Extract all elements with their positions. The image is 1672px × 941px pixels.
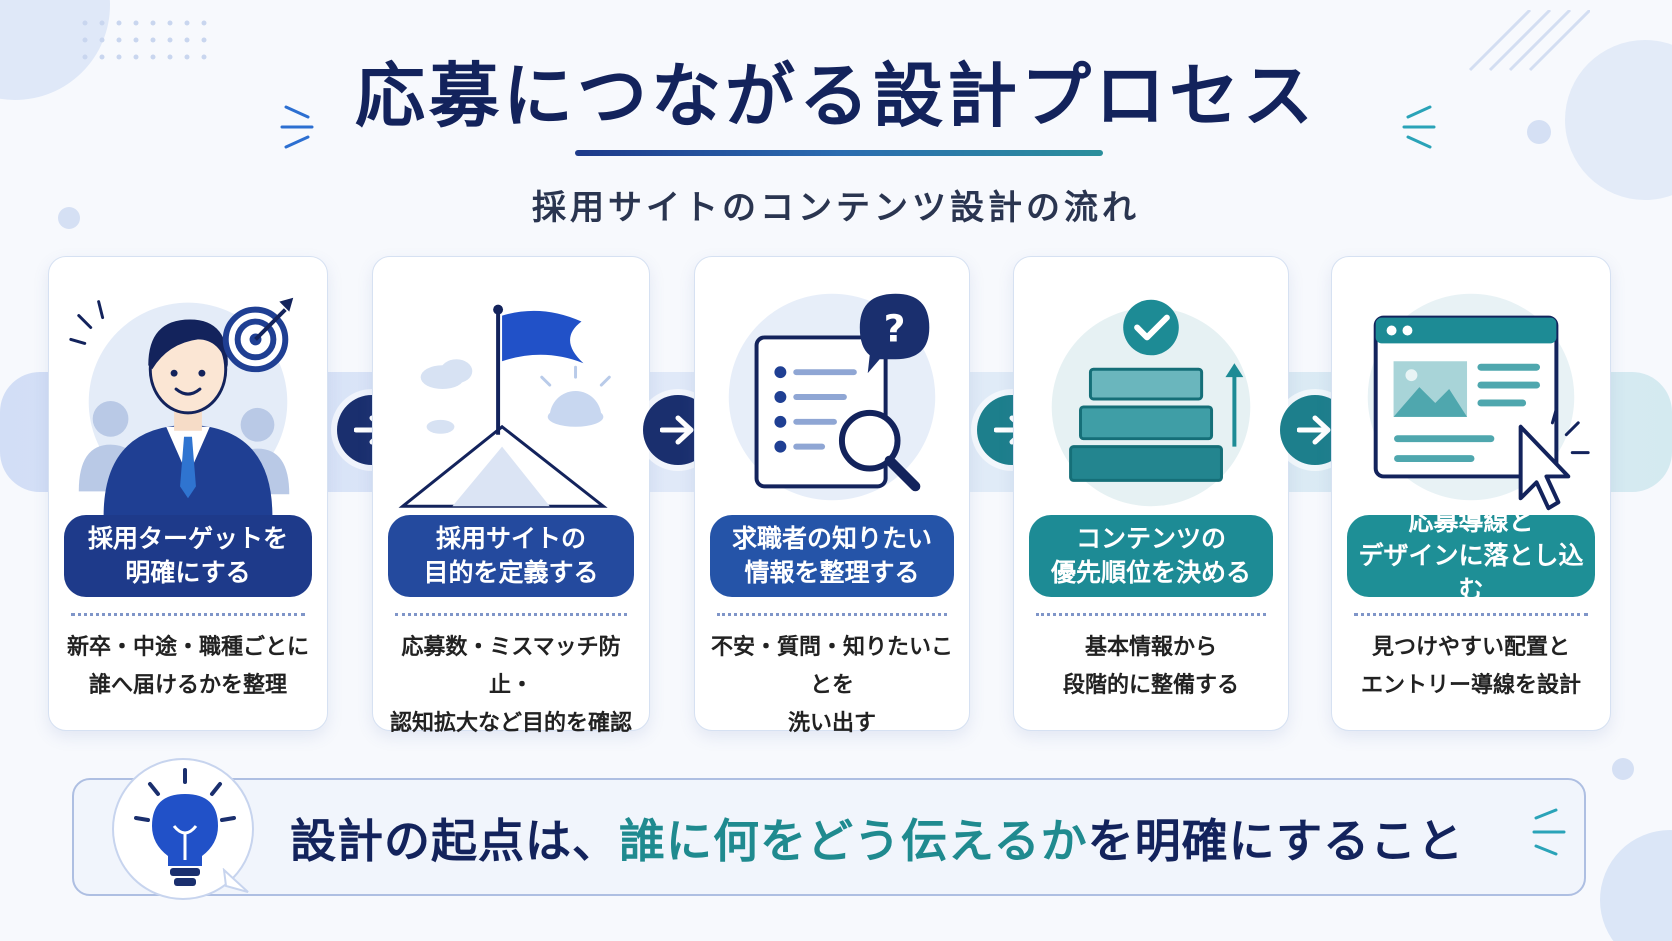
summary-message: 設計の起点は、誰に何をどう伝えるかを明確にすること (290, 805, 1464, 871)
svg-text:?: ? (884, 306, 906, 350)
bubble-tail (222, 868, 249, 893)
step-desc-line: エントリー導線を設計 (1360, 673, 1581, 698)
step-label-line: 優先順位を決める (1050, 558, 1251, 587)
mountain-flag-icon (398, 304, 611, 508)
businessman-target-icon (69, 297, 294, 517)
step-desc-2: 応募数・ミスマッチ防止・ 認知拡大など目的を確認 (381, 629, 641, 743)
summary-box (72, 778, 1586, 896)
dotted-divider (395, 613, 627, 616)
step-desc-5: 見つけやすい配置と エントリー導線を設計 (1340, 629, 1602, 705)
step-label-line: 明確にする (125, 558, 251, 587)
step-desc-1: 新卒・中途・職種ごとに 誰へ届けるかを整理 (57, 629, 319, 705)
page-title: 応募につながる設計プロセス (355, 55, 1317, 137)
bg-circle-bottom-right (1600, 830, 1672, 941)
step-desc-line: 見つけやすい配置と (1371, 635, 1570, 660)
title-spark-right-icon (1402, 105, 1436, 149)
step-card-5: 応募導線と デザインに落とし込む 見つけやすい配置と エントリー導線を設計 (1331, 256, 1611, 731)
summary-part-1: 設計の起点は、 (290, 814, 619, 868)
step-desc-3: 不安・質問・知りたいことを 洗い出す (703, 629, 961, 743)
dotted-divider (1036, 613, 1266, 616)
bg-dot-right (1527, 120, 1551, 144)
dotted-divider (1354, 613, 1588, 616)
step-desc-line: 洗い出す (787, 711, 876, 736)
browser-cursor-icon (1367, 293, 1590, 511)
step-desc-line: 応募数・ミスマッチ防止・ (401, 635, 621, 698)
step-label-4: コンテンツの 優先順位を決める (1029, 515, 1273, 597)
page-subtitle: 採用サイトのコンテンツ設計の流れ (532, 188, 1140, 228)
step-card-1: 採用ターゲットを 明確にする 新卒・中途・職種ごとに 誰へ届けるかを整理 (48, 256, 328, 731)
step-label-line: 採用サイトの (435, 524, 586, 553)
step-label-2: 採用サイトの 目的を定義する (388, 515, 634, 597)
step-label-5: 応募導線と デザインに落とし込む (1347, 507, 1595, 604)
bg-dot-left (58, 207, 80, 229)
step-label-1: 採用ターゲットを 明確にする (64, 515, 312, 597)
priority-stack-icon (1051, 299, 1251, 507)
summary-part-2: を明確にすること (1087, 814, 1465, 868)
step-label-line: 採用ターゲットを (87, 524, 288, 553)
step-label-line: 情報を整理する (744, 558, 920, 587)
dotted-divider (717, 613, 947, 616)
step-label-3: 求職者の知りたい 情報を整理する (710, 515, 954, 597)
step-desc-line: 段階的に整備する (1062, 673, 1239, 698)
summary-spark-icon (1532, 808, 1566, 856)
step-desc-line: 不安・質問・知りたいことを (710, 635, 953, 698)
diagonal-lines-decoration (1468, 10, 1590, 72)
dotted-divider (71, 613, 305, 616)
step-label-line: 求職者の知りたい (731, 524, 932, 553)
step-label-line: 応募導線と (1408, 507, 1534, 536)
bg-dot-right-low (1612, 758, 1634, 780)
title-underline (575, 150, 1103, 156)
step-desc-line: 新卒・中途・職種ごとに (66, 635, 309, 660)
step-card-2: 採用サイトの 目的を定義する 応募数・ミスマッチ防止・ 認知拡大など目的を確認 (372, 256, 650, 736)
arrow-right-icon (660, 415, 694, 445)
arrow-right-icon (1297, 415, 1331, 445)
step-label-line: 目的を定義する (423, 558, 599, 587)
checklist-magnifier-icon: ? (728, 293, 936, 501)
dot-grid-decoration (82, 20, 207, 60)
step-card-3: ? 求職者の知りたい 情報を整理する 不安・質問・知りたいことを 洗い出す (694, 256, 970, 736)
step-label-line: デザインに落とし込む (1358, 541, 1584, 604)
step-label-line: コンテンツの (1075, 524, 1226, 553)
step-desc-line: 誰へ届けるかを整理 (88, 673, 287, 698)
title-spark-left-icon (280, 105, 314, 149)
step-card-4: コンテンツの 優先順位を決める 基本情報から 段階的に整備する (1013, 256, 1289, 731)
step-desc-4: 基本情報から 段階的に整備する (1022, 629, 1280, 705)
lightbulb-icon (134, 768, 236, 886)
step-desc-line: 基本情報から (1084, 635, 1217, 660)
step-desc-line: 認知拡大など目的を確認 (389, 711, 632, 736)
summary-highlight: 誰に何をどう伝えるか (619, 814, 1088, 868)
